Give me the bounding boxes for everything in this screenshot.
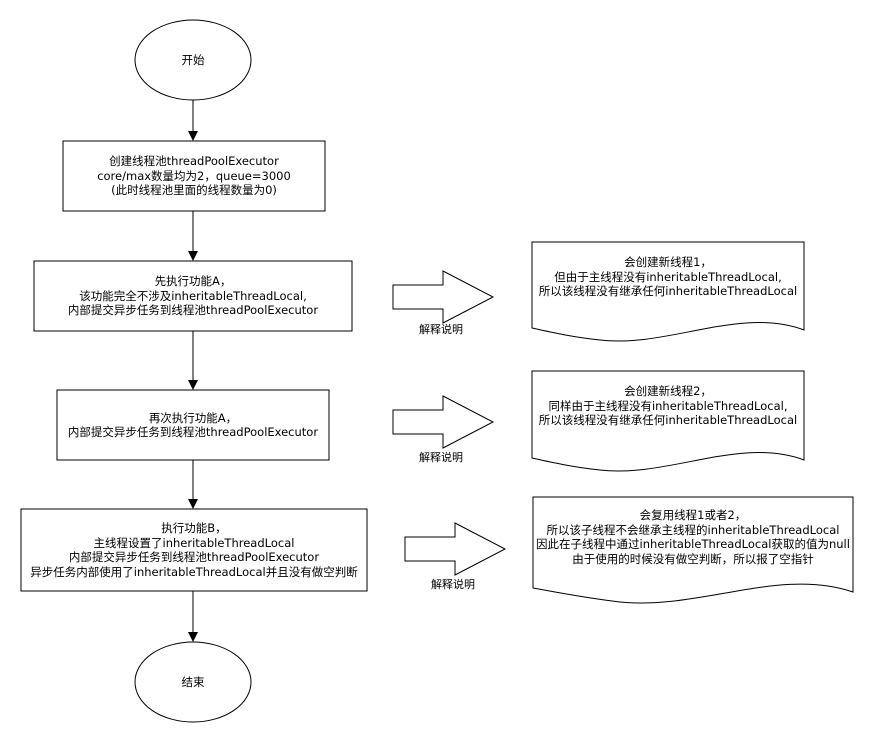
note-line: 会创建新线程2，: [624, 384, 712, 399]
step-line: (此时线程池里面的线程数量为0): [111, 183, 277, 198]
process-box-3: [56, 389, 330, 461]
end-node: [134, 641, 252, 723]
note-line: 所以该线程没有继承任何inheritableThreadLocal: [538, 413, 798, 428]
step-line: 再次执行功能A，: [148, 410, 238, 425]
process-box-2: [33, 260, 353, 332]
end-text: 结束: [181, 674, 205, 689]
process-text-1: 创建线程池threadPoolExecutor core/max数量均为2，qu…: [63, 141, 325, 211]
note-line: 会创建新线程1，: [624, 255, 712, 270]
block-arrow-3: [404, 522, 507, 576]
block-arrow-2: [392, 395, 495, 449]
process-text-3: 再次执行功能A， 内部提交异步任务到线程池threadPoolExecutor: [57, 390, 329, 460]
note-text-3: 会复用线程1或者2， 所以该子线程不会继承主线程的inheritableThre…: [533, 506, 853, 568]
note-line: 因此在子线程中通过inheritableThreadLocal获取的值为null: [536, 537, 850, 551]
note-line: 所以该子线程不会继承主线程的inheritableThreadLocal: [546, 522, 840, 537]
start-label: 开始: [135, 20, 251, 100]
process-box-1: [62, 140, 326, 212]
step-line: 内部提交异步任务到线程池threadPoolExecutor: [67, 425, 319, 439]
process-box-4: [20, 508, 368, 592]
note-line: 同样由于主线程没有inheritableThreadLocal,: [548, 398, 788, 413]
step-line: core/max数量均为2，queue=3000: [97, 168, 291, 183]
end-label: 结束: [135, 642, 251, 722]
step-line: 内部提交异步任务到线程池threadPoolExecutor: [68, 550, 320, 564]
step-line: 执行功能B，: [161, 521, 227, 535]
note-document-1: [531, 241, 805, 342]
block-arrow-1: [392, 270, 495, 324]
start-text: 开始: [181, 52, 205, 67]
note-text-2: 会创建新线程2， 同样由于主线程没有inheritableThreadLocal…: [532, 383, 804, 429]
arrow-label-2: 解释说明: [419, 451, 463, 464]
step-line: 内部提交异步任务到线程池threadPoolExecutor: [67, 303, 319, 318]
note-line: 会复用线程1或者2，: [639, 508, 747, 522]
arrow-label-3: 解释说明: [431, 578, 475, 591]
step-line: 异步任务内部使用了inheritableThreadLocal并且没有做空判断: [30, 564, 358, 579]
process-text-4: 执行功能B， 主线程设置了inheritableThreadLocal 内部提交…: [21, 509, 367, 591]
step-line: 主线程设置了inheritableThreadLocal: [93, 535, 295, 550]
note-line: 由于使用的时候没有做空判断，所以报了空指针: [572, 551, 814, 566]
note-line: 但由于主线程没有inheritableThreadLocal,: [554, 269, 782, 284]
note-document-3: [532, 496, 854, 604]
note-line: 所以该线程没有继承任何inheritableThreadLocal: [538, 284, 798, 299]
arrow-label-1: 解释说明: [419, 323, 463, 336]
process-text-2: 先执行功能A， 该功能完全不涉及inheritableThreadLocal, …: [34, 261, 352, 331]
step-line: 先执行功能A，: [154, 274, 232, 289]
note-document-2: [531, 370, 805, 472]
step-line: 创建线程池threadPoolExecutor: [109, 154, 279, 169]
step-line: 该功能完全不涉及inheritableThreadLocal,: [79, 288, 307, 303]
note-text-1: 会创建新线程1， 但由于主线程没有inheritableThreadLocal,…: [532, 254, 804, 300]
